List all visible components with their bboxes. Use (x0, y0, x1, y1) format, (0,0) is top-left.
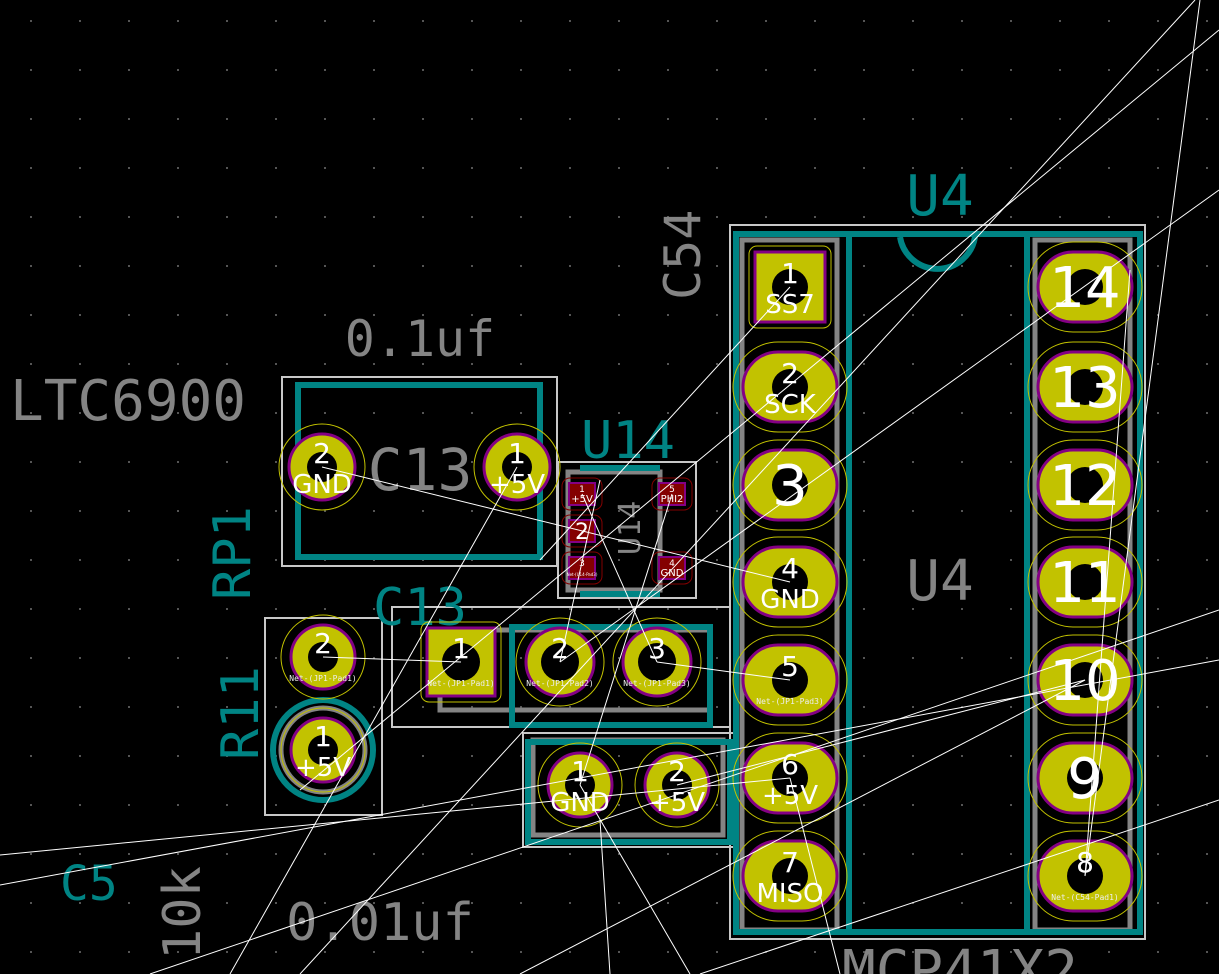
pad-net-label: SS7 (765, 290, 815, 320)
pad-net-label: Net-(U14-Pad3) (567, 572, 598, 577)
r11-ref-label: R11 (211, 666, 271, 760)
pad-net-label: +5V (762, 781, 818, 811)
rp1-ref-label: RP1 (203, 506, 263, 600)
u14-ref-label: U14 (581, 411, 675, 471)
pad-number: 4 (669, 559, 675, 569)
pad-number: 3 (772, 454, 808, 519)
pad-number: 2 (781, 357, 799, 390)
pad-number: 1 (508, 437, 526, 470)
c54-fab-label: C54 (654, 210, 712, 300)
pad-number: 9 (1067, 747, 1103, 812)
pad-number: 1 (314, 720, 332, 753)
ratsnest-line (539, 286, 791, 561)
u4-value-label: U4 (906, 549, 973, 614)
c13-value-label: 0.1uf (345, 310, 496, 368)
ratsnest-line (229, 466, 518, 974)
pad-9[interactable]: 9 (1027, 732, 1143, 824)
pad-net-label: Net-(JP1-Pad1) (427, 679, 494, 688)
pad-12[interactable]: 12 (1027, 439, 1143, 531)
pad-number: 5 (781, 650, 799, 683)
pad-number: 1 (452, 632, 470, 665)
pad-net-label: +5V (489, 470, 545, 500)
ratsnest-line (579, 784, 691, 974)
pad-net-label: MISO (756, 879, 823, 909)
pad-number: 13 (1049, 356, 1120, 421)
ratsnest-line (579, 493, 673, 786)
pad-11[interactable]: 11 (1027, 536, 1143, 628)
pad-number: 5 (669, 485, 675, 495)
pad-number: 12 (1049, 454, 1120, 519)
ratsnest-line (581, 493, 658, 663)
pad-1[interactable]: 1+5V (280, 707, 366, 793)
c13-fab-label: C13 (368, 436, 473, 504)
pad-3[interactable]: 3 (732, 439, 848, 531)
ratsnest-line (322, 656, 462, 663)
ratsnest-line (599, 819, 611, 974)
pad-number: 1 (571, 755, 589, 788)
pad-net-label: Net-(JP1-Pad1) (289, 674, 356, 683)
ratsnest-line (0, 777, 791, 856)
pad-net-label: PHI2 (661, 494, 684, 505)
ratsnest-line (321, 466, 791, 583)
pad-net-label: Net-(JP1-Pad2) (526, 679, 593, 688)
u4-ref-label: U4 (906, 164, 973, 229)
pad-net-label: Net-(JP1-Pad3) (623, 679, 690, 688)
pad-net-label: +5V (571, 494, 593, 505)
pad-number: 11 (1049, 551, 1120, 616)
grid-dots (30, 20, 1208, 953)
pad-number: 1 (781, 257, 799, 290)
pad-13[interactable]: 13 (1027, 341, 1143, 433)
pad-net-label: GND (760, 585, 820, 615)
pad-number: 10 (1049, 649, 1120, 714)
pad-net-label: Net-(JP1-Pad3) (756, 697, 823, 706)
ratsnest-line (559, 189, 1219, 663)
ratsnest-line (1084, 0, 1201, 877)
pad-number: 2 (313, 437, 331, 470)
ratsnest-line (299, 29, 1219, 791)
pad-net-label: +5V (295, 753, 351, 783)
rp1-value-label: 10k (153, 866, 213, 960)
pad-number: 6 (781, 748, 799, 781)
pad-net-label: GND (661, 568, 684, 579)
pad-net-label: Net-(C54-Pad1) (1051, 893, 1118, 902)
pad-net-label: GND (292, 470, 352, 500)
pad-number: 2 (575, 520, 589, 545)
ratsnest-line (1084, 269, 1131, 877)
c54-value-label: 0.01uf (286, 893, 474, 953)
pad-net-label: SCK (764, 390, 817, 420)
pad-number: 2 (668, 755, 686, 788)
ratsnest-line (789, 777, 841, 974)
pad-number: 3 (648, 632, 666, 665)
pad-number: 1 (579, 485, 585, 495)
pad-number: 8 (1076, 846, 1094, 879)
ratsnest-line (149, 609, 1219, 974)
ratsnest-line (559, 479, 601, 663)
ratsnest-line (699, 799, 1219, 974)
pad-number: 14 (1049, 256, 1120, 321)
pad-14[interactable]: 14 (1027, 241, 1143, 333)
u4-footprint-label: MCP41X2 (842, 939, 1078, 974)
u14-fab-label: U14 (613, 501, 648, 555)
pad-net-label: GND (550, 788, 610, 818)
pad-net-label: +5V (649, 788, 705, 818)
ltc-value-label: LTC6900 (10, 369, 246, 434)
pad-number: 4 (781, 552, 799, 585)
ratsnest-line (676, 679, 1086, 786)
pad-number: 2 (314, 627, 332, 660)
pad-number: 7 (781, 846, 799, 879)
ratsnest-line (656, 661, 791, 681)
